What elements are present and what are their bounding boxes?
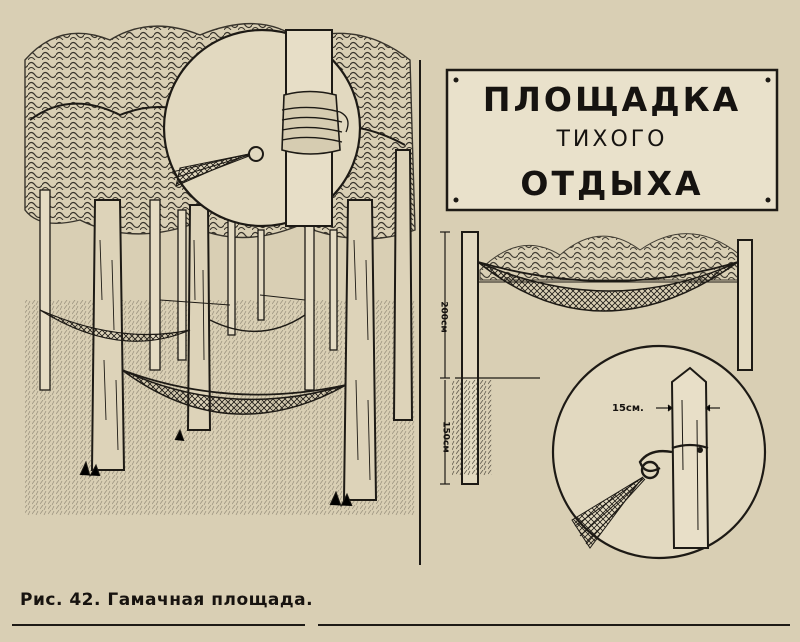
sign-line-3: ОТДЫХА: [520, 164, 704, 203]
sign-board: [445, 68, 779, 212]
dimension-lower: 150см: [440, 421, 451, 453]
dimension-diameter: 15см.: [612, 403, 644, 414]
right-scene: [440, 68, 779, 560]
figure-caption: Рис. 42. Гамачная площада.: [20, 590, 314, 610]
left-forest-scene: [24, 22, 416, 515]
sign-line-1: ПЛОЩАДКА: [482, 80, 742, 119]
dimension-upper: 200см: [438, 301, 449, 333]
sign-line-2: ТИХОГО: [556, 127, 668, 152]
